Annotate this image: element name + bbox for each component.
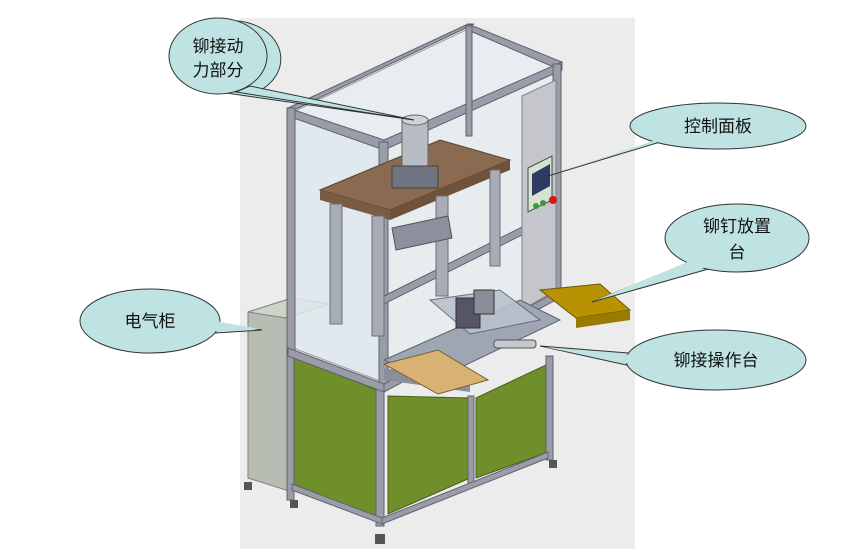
callout-rivet-tray-line2: 台: [729, 243, 746, 263]
callout-riveting-table: 铆接操作台: [539, 329, 807, 391]
riveting-work-table: [382, 283, 632, 395]
callout-control-panel: 控制面板: [547, 102, 807, 177]
callout-rivet-tray-line1: 铆钉放置: [703, 217, 771, 237]
callout-riveting-table-text: 铆接操作台: [674, 351, 759, 371]
callout-electrical-cabinet-text: 电气柜: [125, 312, 176, 332]
callout-riveting-power-line2: 力部分: [193, 61, 244, 81]
riveting-power-unit: [318, 114, 512, 337]
control-panel-unit: [521, 79, 557, 311]
lower-cabinet: [244, 349, 557, 544]
callout-electrical-cabinet: 电气柜: [79, 288, 263, 354]
callout-control-panel-text: 控制面板: [684, 117, 752, 137]
machine: [244, 23, 632, 544]
callout-rivet-tray: 铆钉放置 台: [591, 203, 810, 303]
callout-riveting-power: 铆接动 力部分: [168, 17, 415, 121]
callout-riveting-power-line1: 铆接动: [193, 37, 244, 57]
